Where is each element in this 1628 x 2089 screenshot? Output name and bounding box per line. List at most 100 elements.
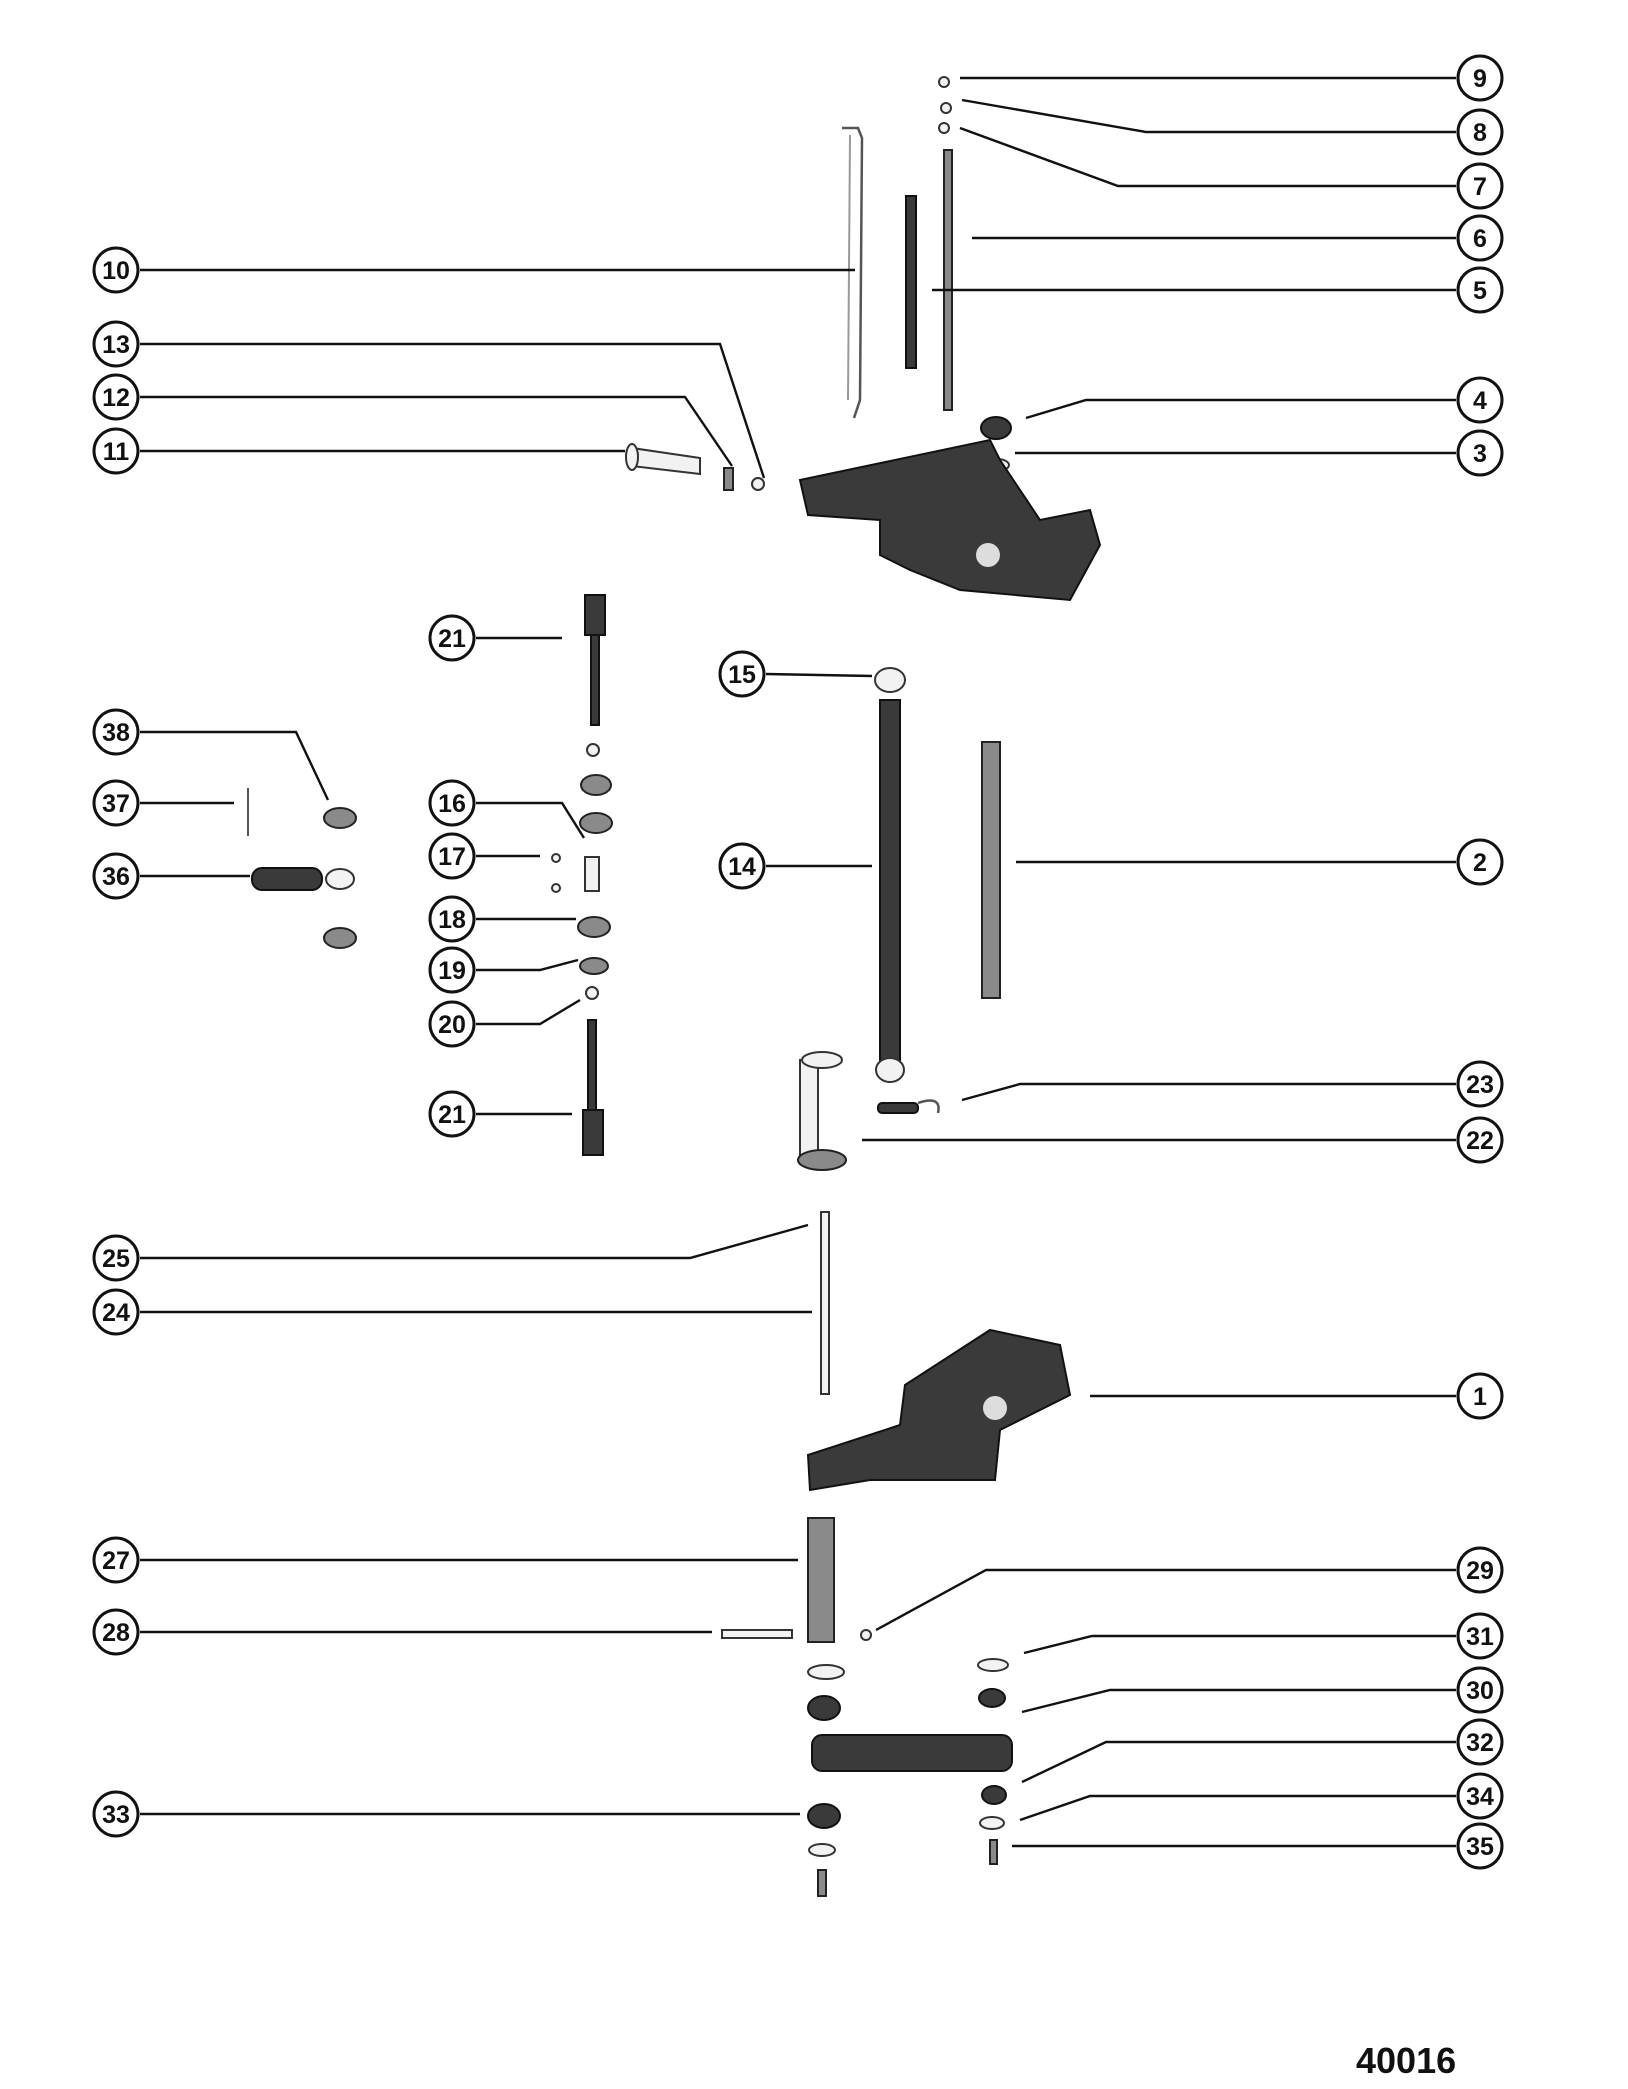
nut-31: [978, 1688, 1006, 1708]
callout-label: 25: [102, 1245, 130, 1273]
callout-circle: [1456, 1372, 1504, 1420]
callout-circle: [92, 246, 140, 294]
arm-30: [811, 1734, 1013, 1772]
bushing-16: [579, 812, 613, 834]
callout-circle: [92, 427, 140, 475]
leader-lines: [140, 76, 1456, 1848]
callout-29: 29: [1456, 1546, 1504, 1594]
callout-label: 8: [1473, 119, 1487, 147]
ring-b: [580, 774, 612, 796]
callout-label: 14: [728, 853, 756, 881]
rod-5: [905, 195, 917, 369]
callout-label: 12: [102, 384, 130, 412]
callout-19: 19: [428, 946, 476, 994]
callout-4: 4: [1456, 376, 1504, 424]
callout-label: 37: [102, 790, 130, 818]
callout-21: 21: [428, 1090, 476, 1138]
callout-label: 4: [1473, 387, 1487, 415]
bolt-28: [721, 1629, 793, 1639]
washer-13: [751, 477, 765, 491]
washer-a: [807, 1664, 845, 1680]
nut-32: [981, 1785, 1007, 1805]
lower-bracket-1: [806, 1328, 1072, 1492]
callout-label: 5: [1473, 277, 1487, 305]
callout-10: 10: [92, 246, 140, 294]
callout-36: 36: [92, 852, 140, 900]
clip-17: [584, 856, 600, 892]
nut-4: [980, 416, 1012, 440]
cap-15: [874, 667, 906, 693]
callout-label: 36: [102, 863, 130, 891]
callout-label: 20: [438, 1011, 466, 1039]
callout-circle: [1456, 214, 1504, 262]
callout-9: 9: [1456, 54, 1504, 102]
callout-circle: [92, 320, 140, 368]
callout-circle: [1456, 54, 1504, 102]
post-22-top: [801, 1051, 843, 1069]
callout-label: 13: [102, 331, 130, 359]
bushing-18: [577, 916, 611, 938]
callout-24: 24: [92, 1288, 140, 1336]
spring-36: [251, 867, 323, 891]
callout-12: 12: [92, 373, 140, 421]
callout-21: 21: [428, 614, 476, 662]
callout-7: 7: [1456, 162, 1504, 210]
post-22: [799, 1059, 819, 1161]
callout-20: 20: [428, 1000, 476, 1048]
washer-34: [979, 1816, 1005, 1830]
callout-label: 15: [728, 661, 756, 689]
spring-36-eye: [325, 868, 355, 890]
callout-circle: [92, 1234, 140, 1282]
callout-circle: [92, 1790, 140, 1838]
callout-circle: [1456, 1718, 1504, 1766]
callout-label: 21: [438, 1101, 466, 1129]
callout-5: 5: [1456, 266, 1504, 314]
parts-drawing: [247, 76, 1102, 1897]
callout-circle: [1456, 1772, 1504, 1820]
callout-30: 30: [1456, 1666, 1504, 1714]
ring-20: [585, 986, 599, 1000]
callout-circle: [428, 832, 476, 880]
washer-8: [940, 102, 952, 114]
washer-7: [938, 122, 950, 134]
callout-circle: [428, 614, 476, 662]
post-22-base: [797, 1149, 847, 1171]
upper-bracket: [798, 438, 1102, 602]
callout-circle: [1456, 1612, 1504, 1660]
callout-3: 3: [1456, 429, 1504, 477]
callout-32: 32: [1456, 1718, 1504, 1766]
bushing-38-bottom: [323, 927, 357, 949]
callout-17: 17: [428, 832, 476, 880]
callout-circle: [1456, 838, 1504, 886]
callout-circle: [428, 1090, 476, 1138]
nut-33: [807, 1803, 841, 1829]
callout-label: 18: [438, 906, 466, 934]
washer-19: [579, 957, 609, 975]
ring-a: [586, 743, 600, 757]
screw-21-top-shaft: [590, 634, 600, 726]
callout-circle: [92, 1608, 140, 1656]
washer-b: [808, 1843, 836, 1857]
callout-label: 22: [1466, 1127, 1494, 1155]
callout-circle: [428, 946, 476, 994]
lower-bracket-hole: [983, 1396, 1007, 1420]
callout-1: 1: [1456, 1372, 1504, 1420]
callout-28: 28: [92, 1608, 140, 1656]
rod-2: [981, 741, 1001, 999]
callout-circle: [428, 1000, 476, 1048]
callout-label: 38: [102, 719, 130, 747]
callout-label: 21: [438, 625, 466, 653]
callout-label: 33: [102, 1801, 130, 1829]
callout-circle: [428, 895, 476, 943]
rod-10-shadow: [847, 134, 851, 401]
callout-label: 27: [102, 1547, 130, 1575]
callout-circle: [718, 842, 766, 890]
callout-circle: [1456, 1116, 1504, 1164]
washer-9: [938, 76, 950, 88]
pin-27: [807, 1517, 835, 1643]
rod-10: [842, 126, 864, 419]
callout-11: 11: [92, 427, 140, 475]
callout-22: 22: [1456, 1116, 1504, 1164]
